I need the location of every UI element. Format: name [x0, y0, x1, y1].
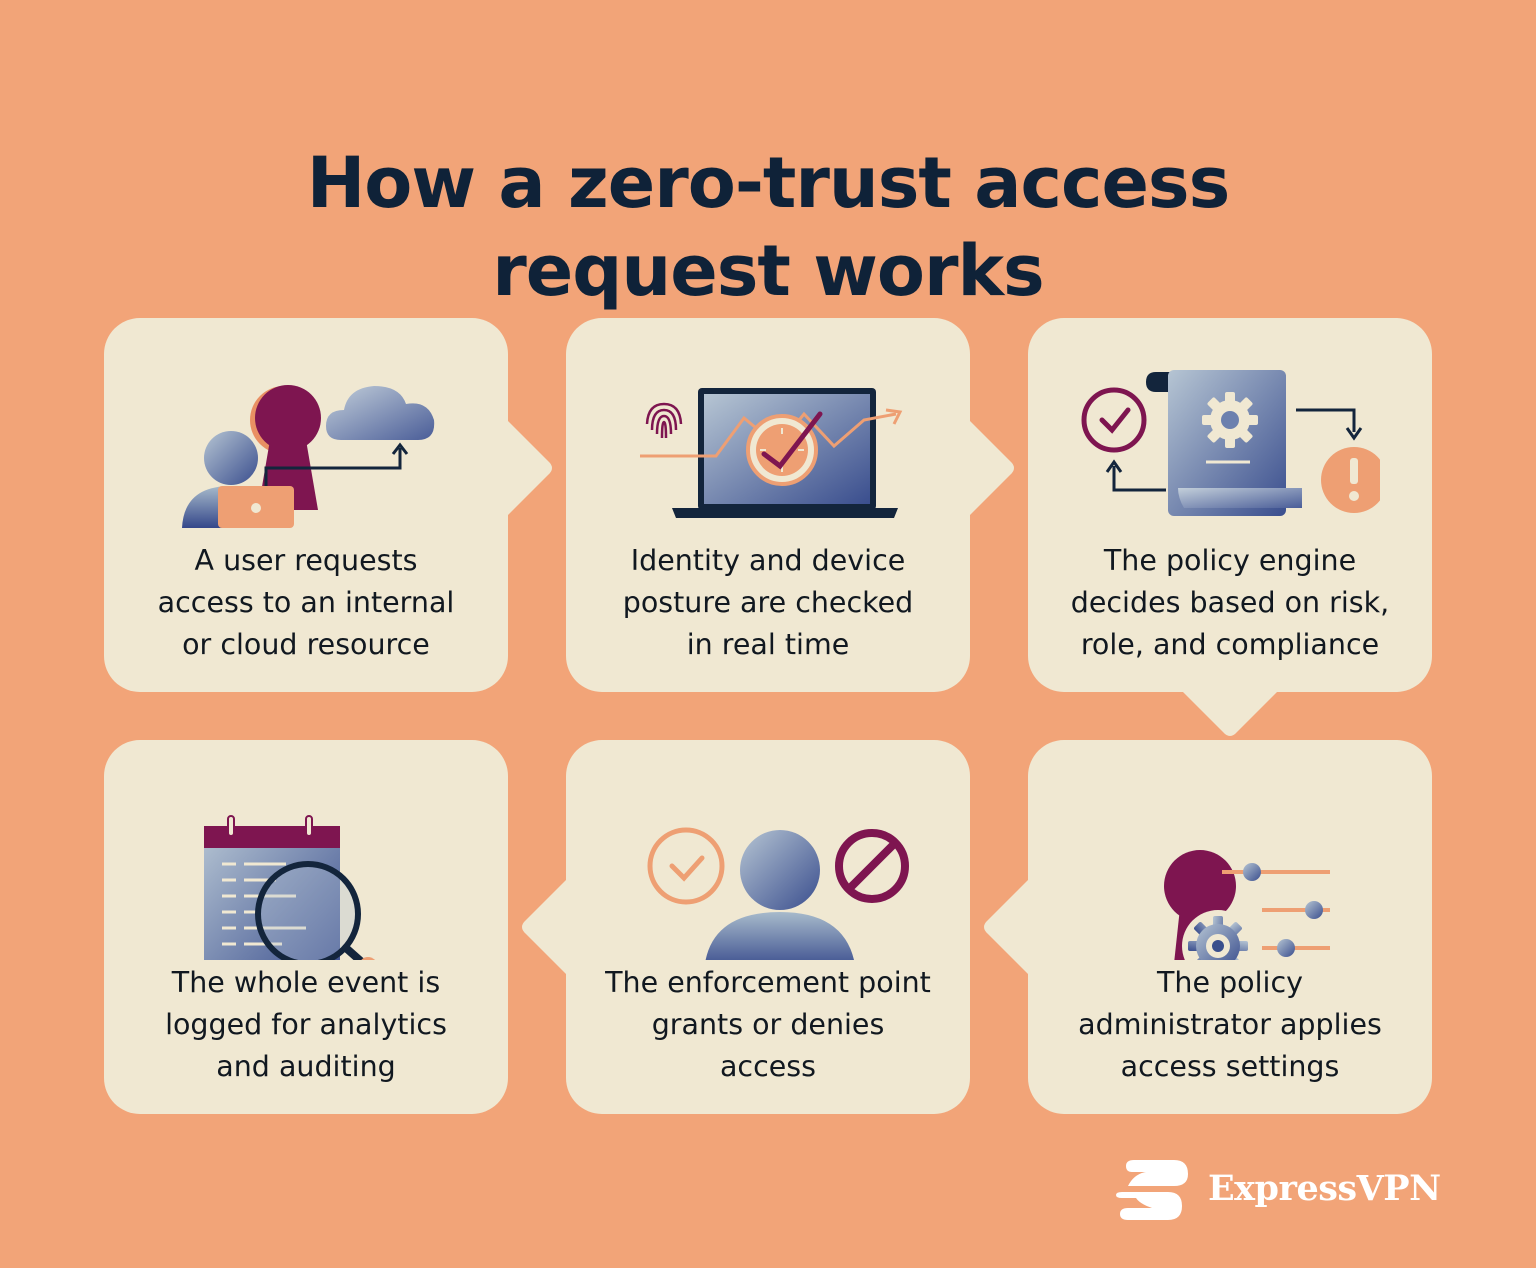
title-line-1: How a zero-trust access: [306, 141, 1231, 224]
arrow-icon: [1105, 408, 1363, 492]
gear-icon: [1182, 910, 1254, 960]
checkmark-icon: [761, 411, 823, 470]
policy-admin-illustration: [1164, 850, 1330, 960]
flow-arrow-right: [500, 412, 552, 523]
document-scroll-icon: [1146, 370, 1302, 516]
magnifier-icon: [255, 861, 376, 960]
step-6-label: The policy administrator applies access …: [1078, 966, 1382, 1083]
clock-icon: [746, 414, 818, 486]
step-card-3: The policy engine decides based on risk,…: [1028, 318, 1432, 736]
laptop-icon: [218, 486, 294, 528]
step-1-label: A user requests access to an internal or…: [157, 544, 455, 661]
arrow-up-icon: [264, 442, 409, 498]
cloud-icon: [326, 386, 435, 440]
flow-arrow-down: [1175, 684, 1285, 736]
flow-arrow-right: [962, 412, 1014, 523]
user-icon: [705, 830, 854, 960]
step-4-label: The whole event is logged for analytics …: [165, 966, 447, 1083]
step-5-label: The enforcement point grants or denies a…: [605, 966, 931, 1083]
step-2-label: Identity and device posture are checked …: [622, 544, 914, 661]
title-line-2: request works: [492, 229, 1044, 312]
check-circle-icon: [1081, 387, 1147, 453]
policy-engine-illustration: [1081, 370, 1380, 516]
flow-arrow-left: [522, 872, 574, 982]
slider-settings-icon: [1222, 863, 1330, 957]
step-3-label: The policy engine decides based on risk,…: [1070, 544, 1390, 661]
flow-arrow-left: [984, 872, 1036, 982]
brand-logo: ExpressVPN: [1112, 1158, 1442, 1222]
step-card-1: A user requests access to an internal or…: [104, 318, 552, 692]
log-calendar-icon: [204, 815, 340, 960]
identity-check-illustration: [640, 388, 903, 518]
fingerprint-icon: [645, 402, 683, 439]
warning-icon: [1321, 447, 1380, 513]
gear-icon: [1202, 392, 1258, 448]
user-request-illustration: [182, 385, 435, 528]
audit-log-illustration: [204, 815, 376, 960]
check-circle-icon: [647, 827, 725, 905]
deny-icon: [835, 829, 909, 903]
enforcement-illustration: [647, 827, 909, 960]
step-card-6: The policy administrator applies access …: [984, 740, 1432, 1114]
step-card-5: The enforcement point grants or denies a…: [522, 740, 970, 1114]
step-card-4: The whole event is logged for analytics …: [104, 740, 508, 1114]
expressvpn-logo-icon: [1116, 1160, 1188, 1220]
brand-name: ExpressVPN: [1208, 1168, 1441, 1209]
page-title: How a zero-trust access request works: [0, 139, 1536, 315]
step-card-2: Identity and device posture are checked …: [566, 318, 1014, 692]
